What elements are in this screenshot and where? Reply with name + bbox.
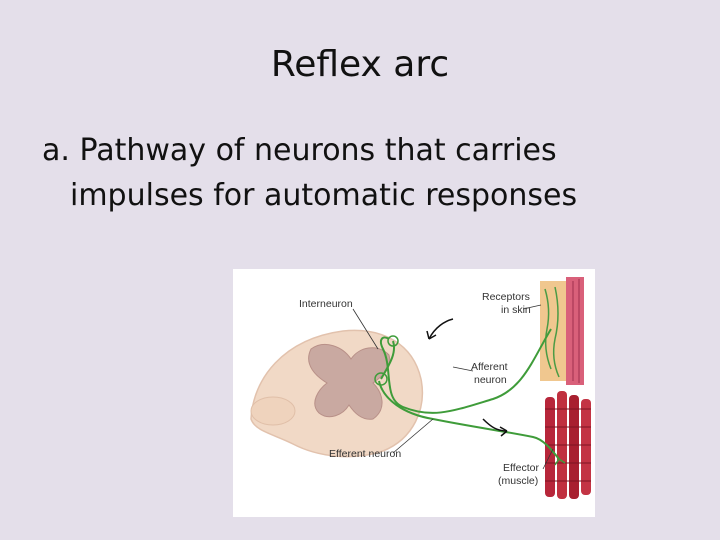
label-afferent-1: Afferent — [471, 361, 508, 373]
leader-lines — [352, 304, 554, 470]
label-efferent: Efferent neuron — [329, 448, 401, 460]
label-interneuron: Interneuron — [299, 298, 353, 310]
skin-tissue — [540, 277, 584, 385]
label-receptors-1: Receptors — [482, 291, 530, 303]
bullet-line-2: impulses for automatic responses — [70, 178, 578, 213]
label-effector-2: (muscle) — [498, 475, 538, 487]
label-receptors-2: in skin — [501, 304, 531, 316]
bullet-line-1: Pathway of neurons that carries — [79, 133, 557, 168]
direction-arrows — [426, 318, 508, 437]
gray-matter — [308, 344, 391, 420]
label-effector-1: Effector — [503, 462, 539, 474]
interneuron-path — [380, 340, 395, 380]
label-afferent-2: neuron — [474, 374, 507, 386]
bullet-marker: a. — [42, 133, 70, 168]
reflex-arc-diagram: Interneuron Receptors in skin Afferent n… — [233, 269, 595, 517]
muscle-tissue — [545, 391, 591, 499]
reflex-arc-svg: Interneuron Receptors in skin Afferent n… — [250, 277, 591, 499]
efferent-neuron-path — [374, 372, 566, 466]
slide-title: Reflex arc — [270, 44, 450, 85]
bullet-text: a. Pathway of neurons that carries impul… — [42, 128, 682, 218]
